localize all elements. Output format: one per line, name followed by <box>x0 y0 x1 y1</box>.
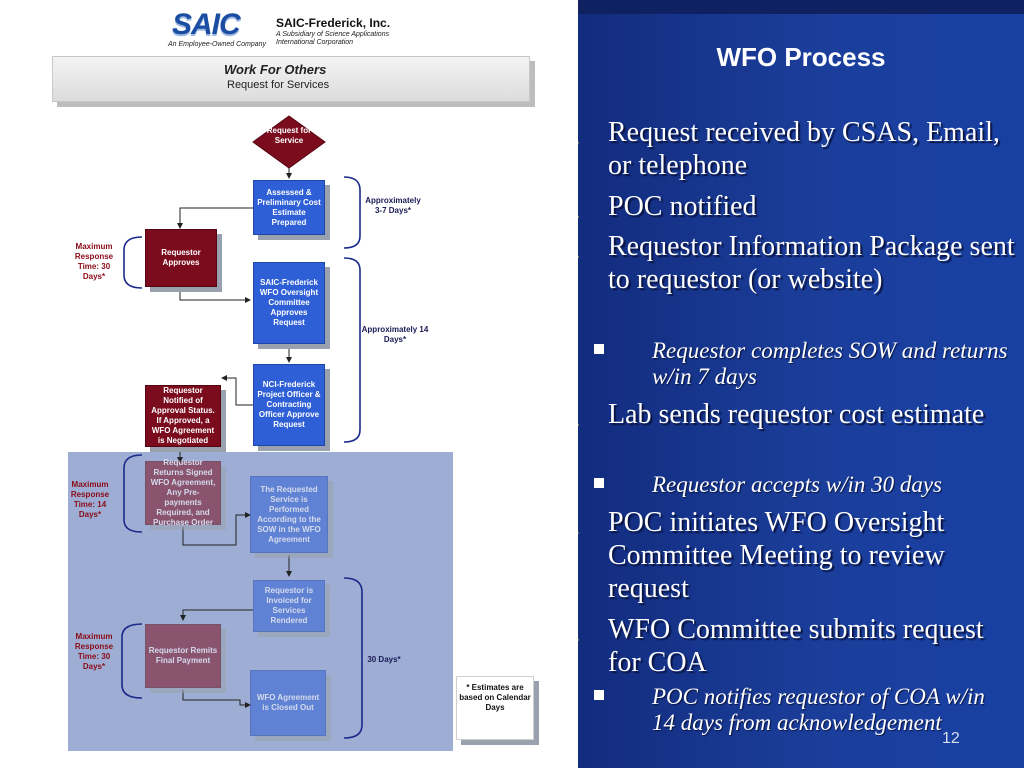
item-number: 1. <box>578 122 580 155</box>
list-item: 4. Lab sends requestor cost estimate <box>578 398 1018 431</box>
approx-3-7-label: Approximately 3-7 Days* <box>365 196 421 215</box>
sub-item-text: Requestor completes SOW and returns w/in… <box>652 338 1008 389</box>
sub-item: POC notifies requestor of COA w/in 14 da… <box>594 684 1012 736</box>
item-number: 2. <box>578 196 580 229</box>
item-number: 3. <box>578 236 580 269</box>
list-item: 3. Requestor Information Package sent to… <box>578 230 1018 296</box>
company-sub-line1: A Subsidiary of Science Applications <box>276 31 390 38</box>
logo-tagline: An Employee-Owned Company <box>168 41 267 48</box>
max-response-14-label: Maximum Response Time: 14 Days* <box>70 480 110 519</box>
item-number: 4. <box>578 404 580 437</box>
item-number: 6. <box>578 619 580 652</box>
list-item: 6. WFO Committee submits request for COA <box>578 613 1018 679</box>
returns-signed-box: Requestor Returns Signed WFO Agreement, … <box>145 458 221 527</box>
list-item: 1. Request received by CSAS, Email, or t… <box>578 116 1018 182</box>
nci-approve-box: NCI-Frederick Project Officer & Contract… <box>253 364 325 446</box>
banner-title: Work For Others <box>224 62 327 77</box>
max-response-30-label-b: Maximum Response Time: 30 Days* <box>74 632 114 671</box>
list-item: 5. POC initiates WFO Oversight Committee… <box>578 506 1018 605</box>
sub-item-text: POC notifies requestor of COA w/in 14 da… <box>652 684 985 735</box>
item-number: 5. <box>578 512 580 545</box>
top-strip <box>578 0 1024 14</box>
title-banner <box>52 56 530 102</box>
item-text: POC initiates WFO Oversight Committee Me… <box>608 507 945 604</box>
remits-payment-box: Requestor Remits Final Payment <box>145 624 221 688</box>
slide-panel: WFO Process 1. Request received by CSAS,… <box>578 0 1024 768</box>
sub-item: Requestor accepts w/in 30 days <box>594 472 1012 498</box>
flowchart-panel: SAIC An Employee-Owned Company SAIC-Fred… <box>52 8 534 751</box>
estimates-note: * Estimates are based on Calendar Days <box>456 676 534 740</box>
assessed-box: Assessed & Preliminary Cost Estimate Pre… <box>253 180 325 235</box>
banner-subtitle: Request for Services <box>227 79 330 91</box>
company-sub-line2: International Corporation <box>276 39 354 46</box>
days-30-label: 30 Days* <box>367 655 401 664</box>
sub-item: Requestor completes SOW and returns w/in… <box>594 338 1012 390</box>
item-text: WFO Committee submits request for COA <box>608 614 984 678</box>
request-for-service-label: Request for Service <box>266 126 312 145</box>
page-number: 12 <box>942 730 960 747</box>
item-text: Lab sends requestor cost estimate <box>608 399 985 430</box>
list-item: 2. POC notified <box>578 190 1018 223</box>
bullet-square-icon <box>594 690 604 700</box>
company-subtitle: A Subsidiary of Science Applications Int… <box>276 31 416 47</box>
saic-logo: SAIC <box>172 8 241 41</box>
committee-box: SAIC-Frederick WFO Oversight Committee A… <box>253 262 325 344</box>
company-name: SAIC-Frederick, Inc. <box>276 16 391 30</box>
bullet-square-icon <box>594 478 604 488</box>
max-response-30-label-a: Maximum Response Time: 30 Days* <box>74 242 114 281</box>
flow-connectors <box>121 115 363 739</box>
invoiced-box: Requestor is Invoiced for Services Rende… <box>253 580 325 632</box>
service-performed-box: The Requested Service is Performed Accor… <box>250 476 328 553</box>
approx-14-label: Approximately 14 Days* <box>361 325 429 344</box>
item-text: POC notified <box>608 191 757 222</box>
bullet-square-icon <box>594 344 604 354</box>
requestor-notified-box: Requestor Notified of Approval Status. I… <box>145 385 221 447</box>
slide-title: WFO Process <box>716 42 886 72</box>
requestor-approves-box: Requestor Approves <box>145 229 217 287</box>
item-text: Requestor Information Package sent to re… <box>608 231 1015 295</box>
closed-out-box: WFO Agreement is Closed Out <box>250 670 326 736</box>
item-text: Request received by CSAS, Email, or tele… <box>608 117 1000 181</box>
sub-item-text: Requestor accepts w/in 30 days <box>652 472 943 497</box>
